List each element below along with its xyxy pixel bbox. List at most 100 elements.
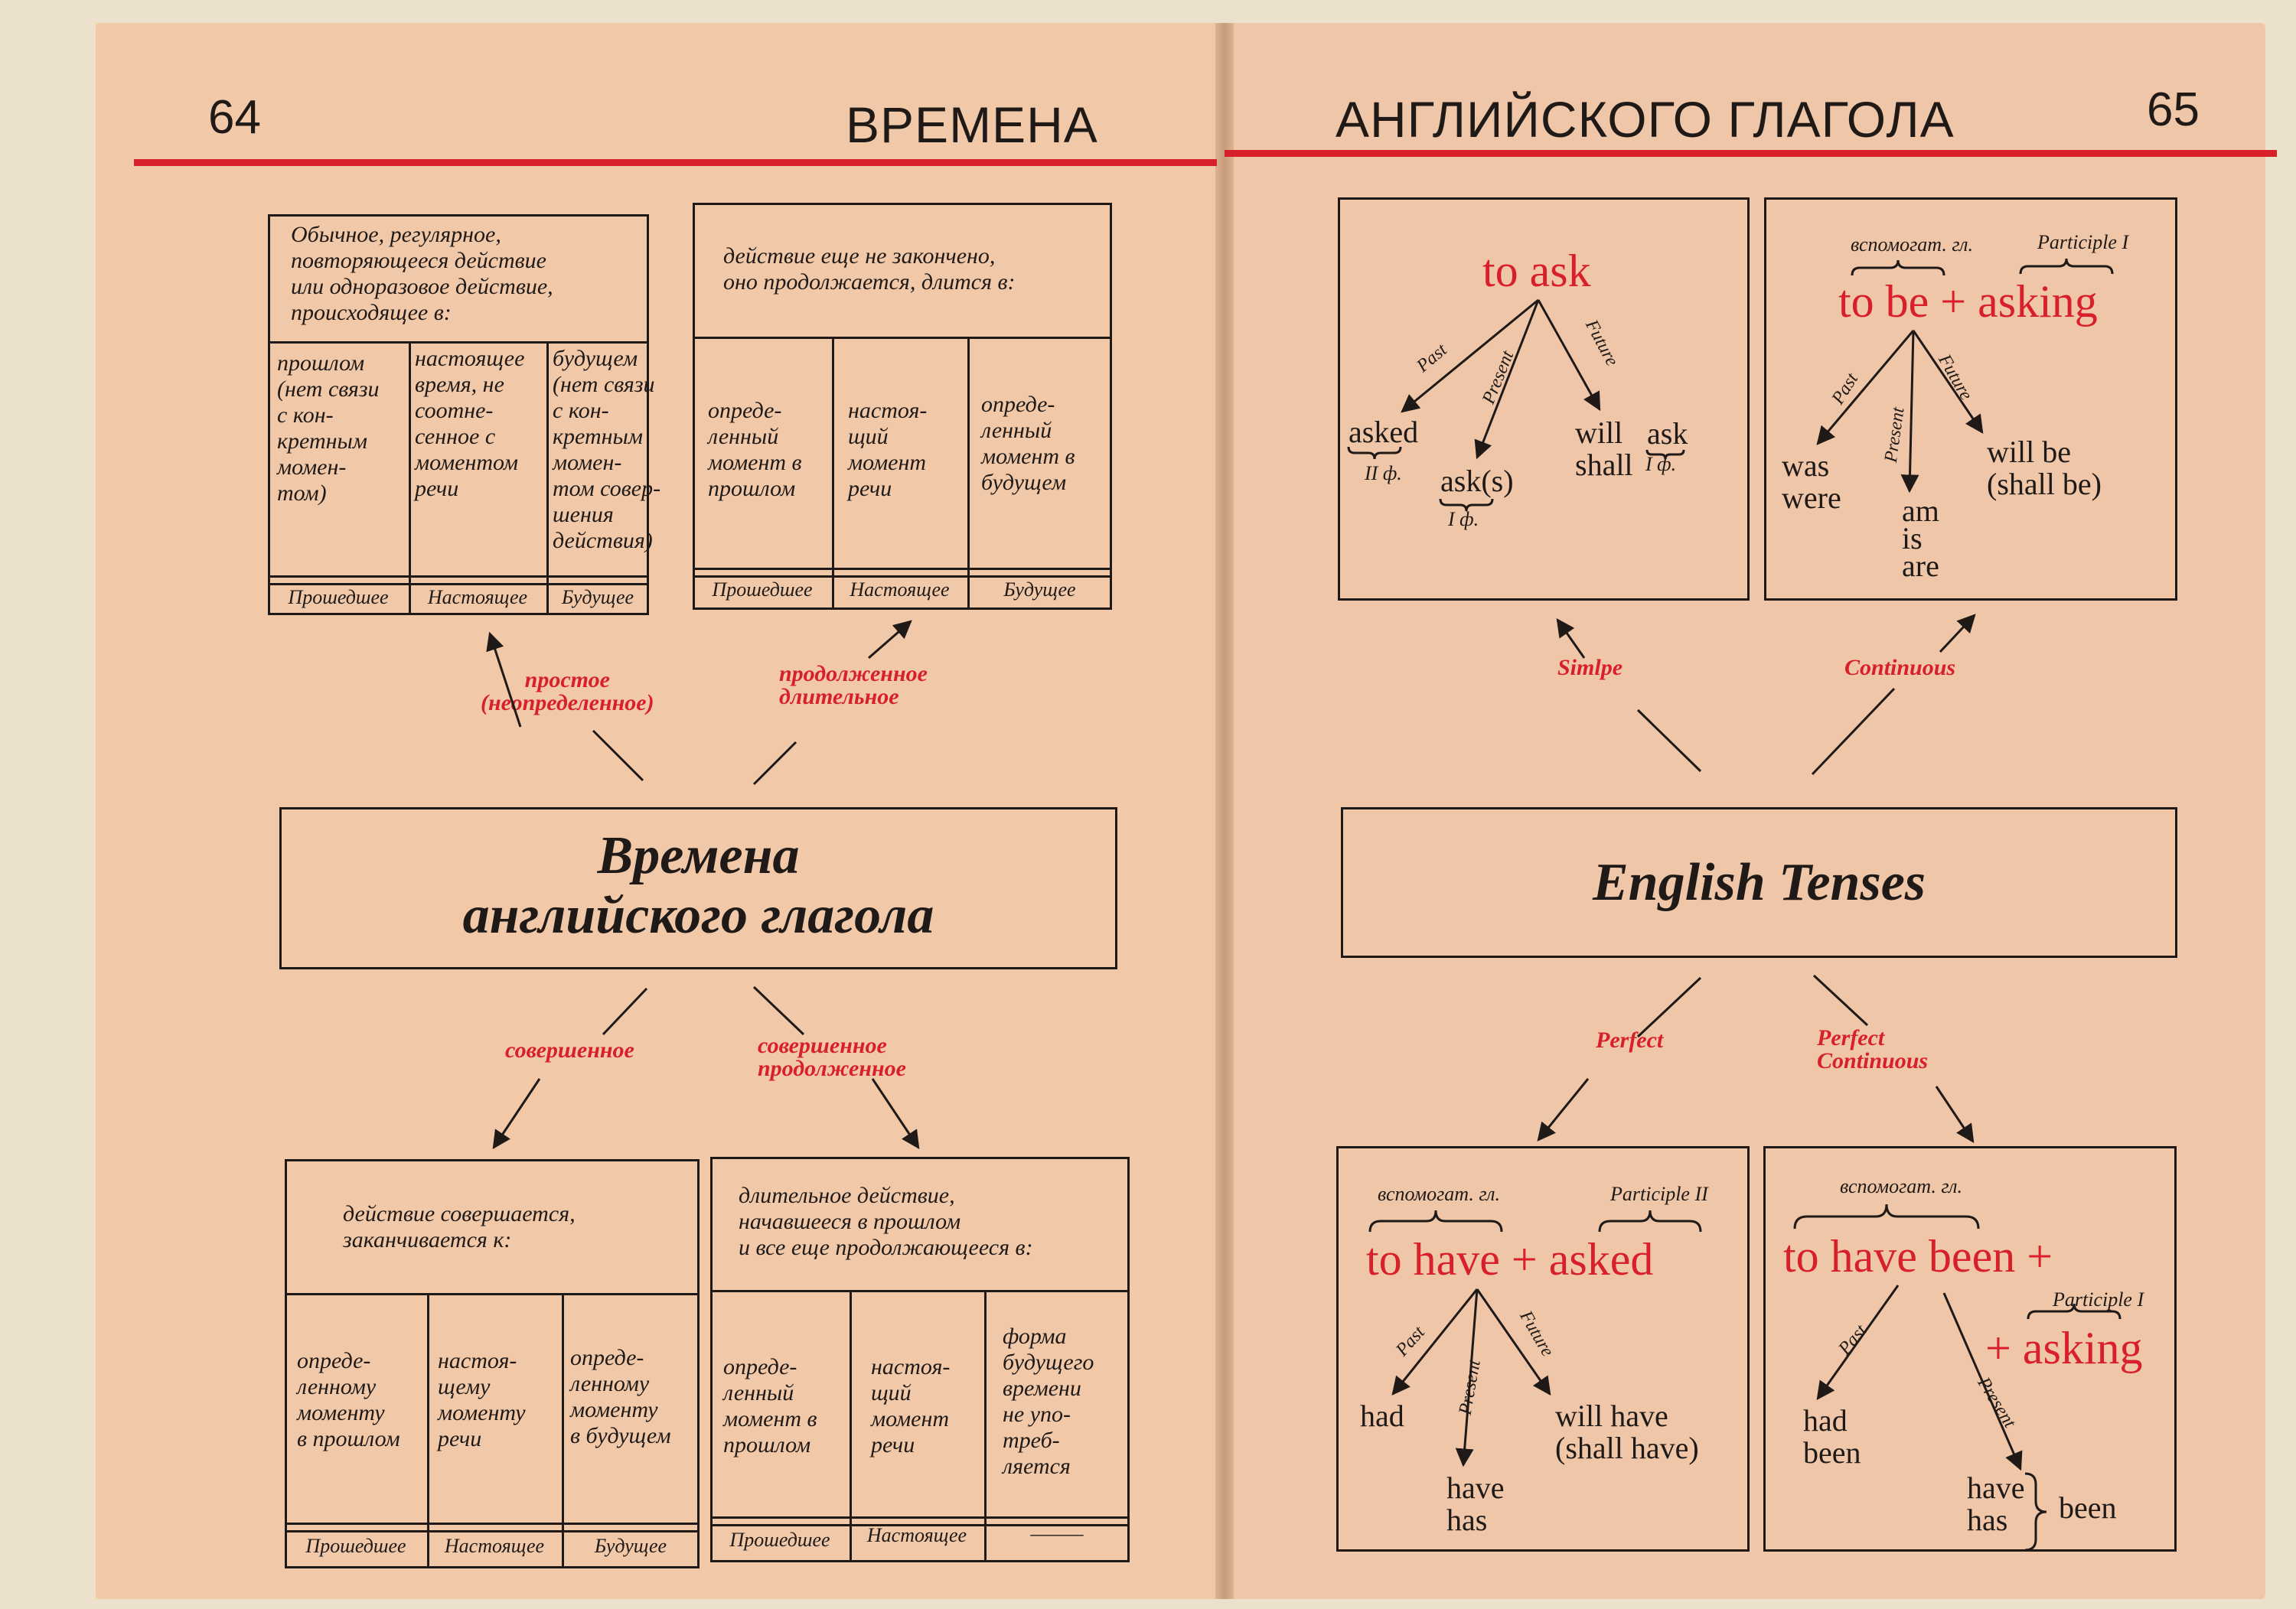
label-perfect-en: Perfect bbox=[1596, 1028, 1664, 1053]
box-simple bbox=[268, 214, 649, 615]
page-number-right: 65 bbox=[2147, 83, 2200, 136]
box-continuous bbox=[693, 203, 1112, 610]
continuous-foot-present: Настоящее bbox=[850, 578, 950, 601]
box-perfect-continuous-intro: длительное действие, начавшееся в прошло… bbox=[739, 1183, 1033, 1260]
connector-line bbox=[602, 987, 648, 1036]
connector-line bbox=[1636, 708, 1702, 773]
perfect-continuous-present-tail: been bbox=[2059, 1490, 2117, 1525]
connector-line bbox=[752, 985, 805, 1036]
simple-future-note: I ф. bbox=[1645, 453, 1677, 475]
box-present-simple bbox=[1338, 197, 1750, 601]
center-title-box-left bbox=[279, 807, 1117, 969]
perfect-continuous-formula-line1: to have been + bbox=[1783, 1231, 2053, 1282]
continuous-foot-future: Будущее bbox=[1003, 578, 1076, 601]
perfect-past-form: had bbox=[1360, 1399, 1404, 1433]
simple-future-verb: ask bbox=[1647, 416, 1688, 451]
simple-formula: to ask bbox=[1482, 246, 1591, 296]
simple-present-form: ask(s) bbox=[1440, 464, 1514, 498]
box-perfect-continuous bbox=[710, 1157, 1130, 1562]
box-perfect bbox=[285, 1159, 700, 1568]
connector-line bbox=[1636, 976, 1702, 1038]
continuous-formula: to be + asking bbox=[1838, 276, 2098, 327]
connector-line bbox=[752, 741, 797, 786]
center-title-box-right bbox=[1341, 807, 2177, 958]
center-title-left: Времена английского глагола bbox=[462, 826, 934, 945]
label-simple-en: Simlpe bbox=[1557, 655, 1623, 680]
continuous-aux-note: вспомогат. гл. bbox=[1851, 233, 1973, 256]
perfect-participle-note: Participle II bbox=[1610, 1183, 1708, 1205]
perfect-continuous-formula-line2: + asking bbox=[1985, 1323, 2143, 1373]
perfect-foot-past: Прошедшее bbox=[305, 1535, 406, 1557]
arrow-down-perfect-continuous-en bbox=[1935, 1086, 1975, 1143]
perfect-aux-note: вспомогат. гл. bbox=[1378, 1183, 1500, 1205]
perfect-continuous-foot-past: Прошедшее bbox=[729, 1529, 830, 1551]
box-present-continuous bbox=[1764, 197, 2177, 601]
arrow-up-simple bbox=[486, 631, 522, 728]
perfect-continuous-foot-future: ——— bbox=[1030, 1523, 1084, 1545]
arrow-up-simple-en bbox=[1556, 618, 1586, 659]
page-number-left: 64 bbox=[208, 91, 261, 144]
arrow-up-continuous-en bbox=[1939, 614, 1976, 653]
simple-foot-future: Будущее bbox=[561, 586, 634, 608]
center-title-right: English Tenses bbox=[1592, 853, 1926, 912]
simple-foot-past: Прошедшее bbox=[288, 586, 389, 608]
arrow-down-perfect-en bbox=[1537, 1078, 1590, 1142]
right-page bbox=[1225, 23, 2265, 1599]
book-gutter bbox=[1215, 23, 1234, 1599]
label-perfect-ru: совершенное bbox=[505, 1037, 634, 1063]
left-page bbox=[96, 23, 1225, 1599]
connector-line bbox=[1812, 974, 1869, 1027]
perfect-foot-future: Будущее bbox=[594, 1535, 667, 1557]
simple-past-form: asked bbox=[1349, 415, 1419, 449]
arrow-down-perfect bbox=[492, 1078, 541, 1149]
label-simple-ru: простое(неопределенное) bbox=[481, 667, 654, 715]
arrow-down-perfect-continuous bbox=[871, 1078, 920, 1149]
arrow-up-continuous bbox=[868, 620, 912, 660]
box-simple-intro: Обычное, регулярное, повторяющееся дейст… bbox=[291, 222, 553, 325]
continuous-future-forms: will be(shall be) bbox=[1987, 435, 2102, 501]
box-present-perfect bbox=[1336, 1146, 1750, 1552]
perfect-continuous-aux-note: вспомогат. гл. bbox=[1840, 1175, 1962, 1197]
connector-line bbox=[592, 729, 644, 782]
continuous-foot-past: Прошедшее bbox=[712, 578, 813, 601]
box-perfect-intro: действие совершается, заканчивается к: bbox=[343, 1201, 576, 1252]
perfect-formula: to have + asked bbox=[1366, 1234, 1654, 1285]
box-continuous-intro: действие еще не закончено, оно продолжае… bbox=[723, 243, 1016, 295]
header-rule-right bbox=[1225, 150, 2277, 157]
continuous-participle-note: Participle I bbox=[2037, 231, 2129, 253]
perfect-foot-present: Настоящее bbox=[444, 1535, 545, 1557]
label-continuous-en: Continuous bbox=[1844, 655, 1956, 680]
perfect-continuous-foot-present: Настоящее bbox=[866, 1524, 967, 1546]
simple-past-note: II ф. bbox=[1365, 462, 1402, 484]
header-title-right: АНГЛИЙСКОГО ГЛАГОЛА bbox=[1336, 91, 1955, 148]
perfect-continuous-participle-note: Participle I bbox=[2053, 1288, 2144, 1311]
box-present-perfect-continuous bbox=[1763, 1146, 2177, 1552]
simple-foot-present: Настоящее bbox=[427, 586, 528, 608]
header-rule-left bbox=[134, 159, 1217, 166]
header-title-left: ВРЕМЕНА bbox=[846, 96, 1098, 153]
simple-present-note: I ф. bbox=[1448, 508, 1479, 530]
connector-line bbox=[1811, 687, 1896, 776]
